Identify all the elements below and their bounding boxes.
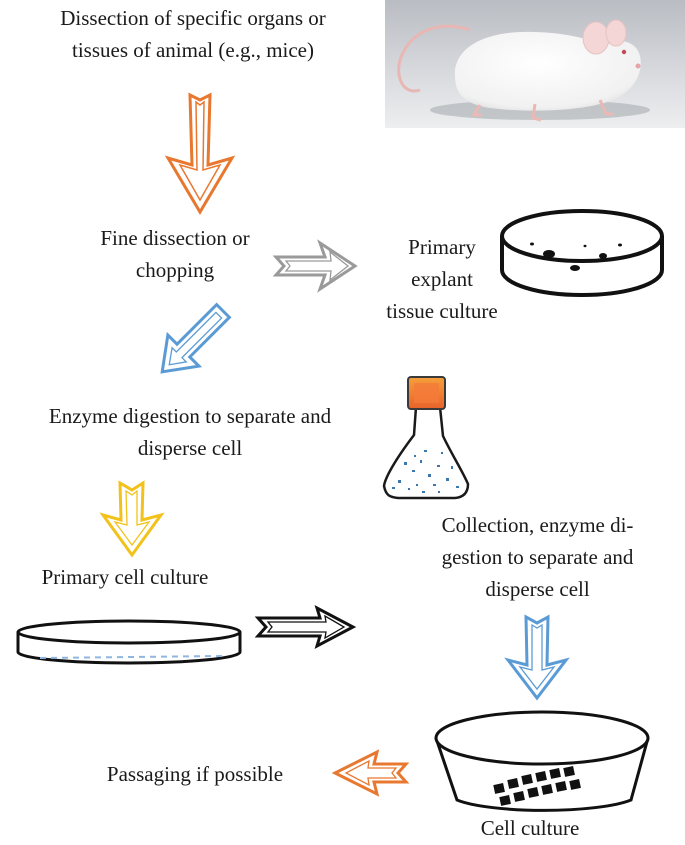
blue-down-arrow: [504, 614, 570, 701]
black-right-arrow: [254, 605, 357, 649]
label-fine-dissection: Fine dissection or chopping: [100, 226, 250, 282]
petri-dish-explant-icon: [500, 209, 664, 297]
blue-diagonal-arrow: [160, 302, 232, 374]
yellow-down-arrow: [99, 480, 165, 558]
orange-left-arrow: [331, 749, 410, 797]
mouse-photo-icon: [385, 0, 685, 128]
gray-right-arrow: [272, 239, 358, 293]
label-dissection: Dissection of specific organs or tissues…: [60, 6, 326, 62]
petri-dish-primary-icon: [16, 619, 242, 665]
orange-down-arrow: [164, 92, 236, 215]
label-enzyme-digestion: Enzyme digestion to separate and dispers…: [48, 404, 332, 460]
flask-icon: [382, 376, 470, 500]
label-passaging: Passaging if possible: [106, 762, 284, 786]
label-cell-culture: Cell culture: [480, 816, 580, 840]
label-primary-explant: Primary explant tissue culture: [386, 235, 498, 323]
label-collection: Collection, enzyme di- gestion to separa…: [441, 513, 634, 601]
label-primary-cell-culture: Primary cell culture: [41, 565, 209, 589]
petri-dish-cell-culture-icon: [434, 710, 650, 812]
